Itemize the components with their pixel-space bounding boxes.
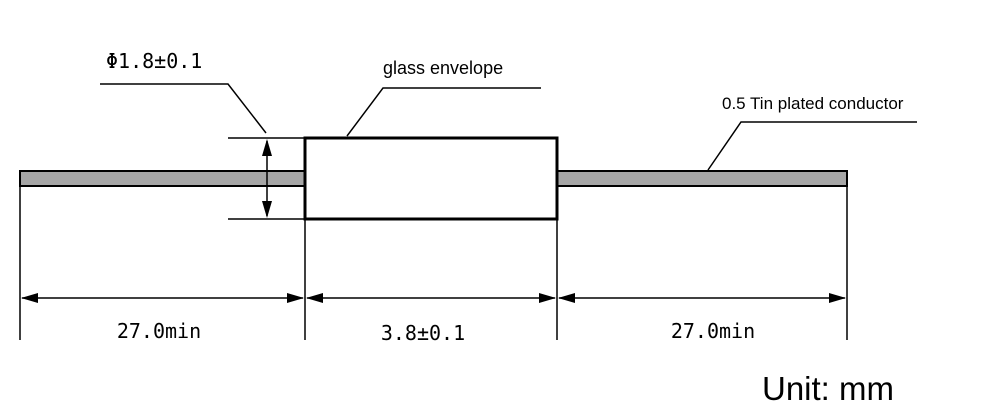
conductor-leader <box>707 121 917 171</box>
diameter-arrow-top <box>262 139 272 156</box>
conductor-label: 0.5 Tin plated conductor <box>722 94 904 113</box>
body-length-label: 3.8±0.1 <box>381 321 465 345</box>
glass-envelope-leader <box>346 87 541 137</box>
right-lead-length-label: 27.0min <box>671 319 755 343</box>
dim-arrow-right-lead-start <box>558 293 575 303</box>
left-lead-length-label: 27.0min <box>117 319 201 343</box>
right-lead <box>556 170 848 187</box>
dim-arrow-body-start <box>306 293 323 303</box>
diameter-arrow-bottom <box>262 201 272 218</box>
unit-label: Unit: mm <box>762 370 894 407</box>
dim-arrow-left-lead-end <box>287 293 304 303</box>
left-lead <box>19 170 306 187</box>
diameter-label: Φ1.8±0.1 <box>106 49 202 73</box>
glass-envelope-body <box>303 136 559 221</box>
glass-envelope-label: glass envelope <box>383 58 503 78</box>
dim-arrow-right-lead-end <box>829 293 846 303</box>
dim-arrow-left-lead-start <box>21 293 38 303</box>
diameter-leader <box>100 83 267 134</box>
dim-arrow-body-end <box>539 293 556 303</box>
